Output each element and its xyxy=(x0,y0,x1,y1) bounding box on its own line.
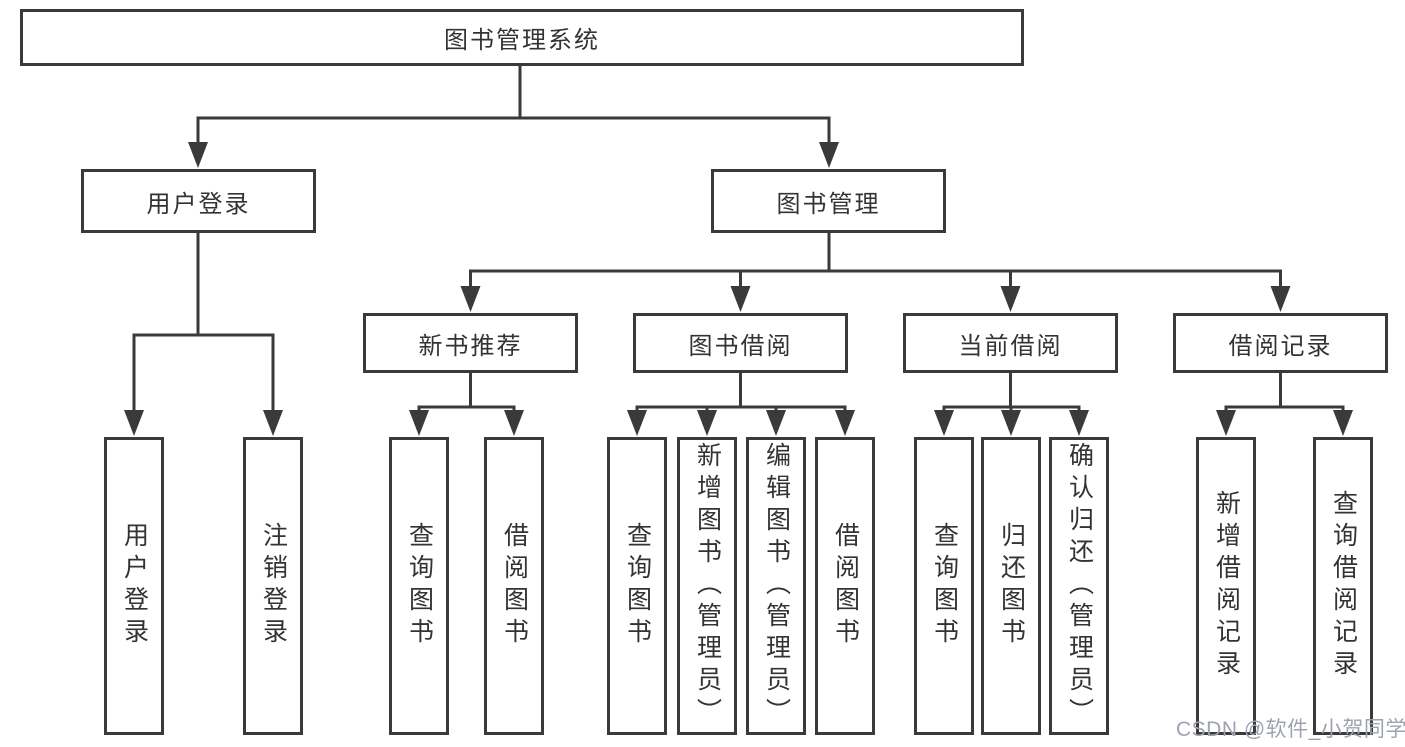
leaf-label: 用户登录 xyxy=(120,522,149,650)
leaf-label: 查询借阅记录 xyxy=(1329,490,1358,682)
leaf-label: 新增借阅记录 xyxy=(1212,490,1241,682)
leaf-label: 借阅图书 xyxy=(831,522,860,650)
leaf-confirm-return-admin: 确认归还（管理员） xyxy=(1049,437,1109,735)
leaf-user-login: 用户登录 xyxy=(104,437,164,735)
leaf-query-books-borrowing: 查询图书 xyxy=(607,437,667,735)
node-label: 新书推荐 xyxy=(418,332,523,360)
node-label: 用户登录 xyxy=(146,190,251,218)
leaf-logout: 注销登录 xyxy=(243,437,303,735)
leaf-label: 注销登录 xyxy=(259,522,288,650)
node-current-borrowing: 当前借阅 xyxy=(903,313,1118,373)
node-book-borrowing: 图书借阅 xyxy=(633,313,848,373)
leaf-query-books-current: 查询图书 xyxy=(914,437,974,735)
leaf-label: 查询图书 xyxy=(930,522,959,650)
leaf-label: 编辑图书（管理员） xyxy=(762,442,791,730)
node-book-management: 图书管理 xyxy=(711,169,946,233)
leaf-edit-books-admin: 编辑图书（管理员） xyxy=(746,437,806,735)
leaf-add-borrow-record: 新增借阅记录 xyxy=(1196,437,1256,735)
node-label: 当前借阅 xyxy=(958,332,1063,360)
node-library-management-system: 图书管理系统 xyxy=(20,9,1024,66)
leaf-borrow-books-borrowing: 借阅图书 xyxy=(815,437,875,735)
leaf-label: 查询图书 xyxy=(405,522,434,650)
csdn-watermark: CSDN @软件_小贺同学 xyxy=(1176,718,1405,741)
leaf-label: 归还图书 xyxy=(997,522,1026,650)
node-label: 图书管理系统 xyxy=(444,27,600,54)
leaf-borrow-books-recommend: 借阅图书 xyxy=(484,437,544,735)
leaf-query-borrow-record: 查询借阅记录 xyxy=(1313,437,1373,735)
node-borrowing-records: 借阅记录 xyxy=(1173,313,1388,373)
leaf-label: 借阅图书 xyxy=(500,522,529,650)
node-user-login: 用户登录 xyxy=(81,169,316,233)
leaf-return-books: 归还图书 xyxy=(981,437,1041,735)
node-label: 图书借阅 xyxy=(688,332,793,360)
node-label: 借阅记录 xyxy=(1228,332,1333,360)
leaf-label: 新增图书（管理员） xyxy=(693,442,722,730)
leaf-add-books-admin: 新增图书（管理员） xyxy=(677,437,737,735)
node-label: 图书管理 xyxy=(776,190,881,218)
leaf-label: 确认归还（管理员） xyxy=(1065,442,1094,730)
node-new-book-recommendation: 新书推荐 xyxy=(363,313,578,373)
leaf-label: 查询图书 xyxy=(623,522,652,650)
leaf-query-books-recommend: 查询图书 xyxy=(389,437,449,735)
